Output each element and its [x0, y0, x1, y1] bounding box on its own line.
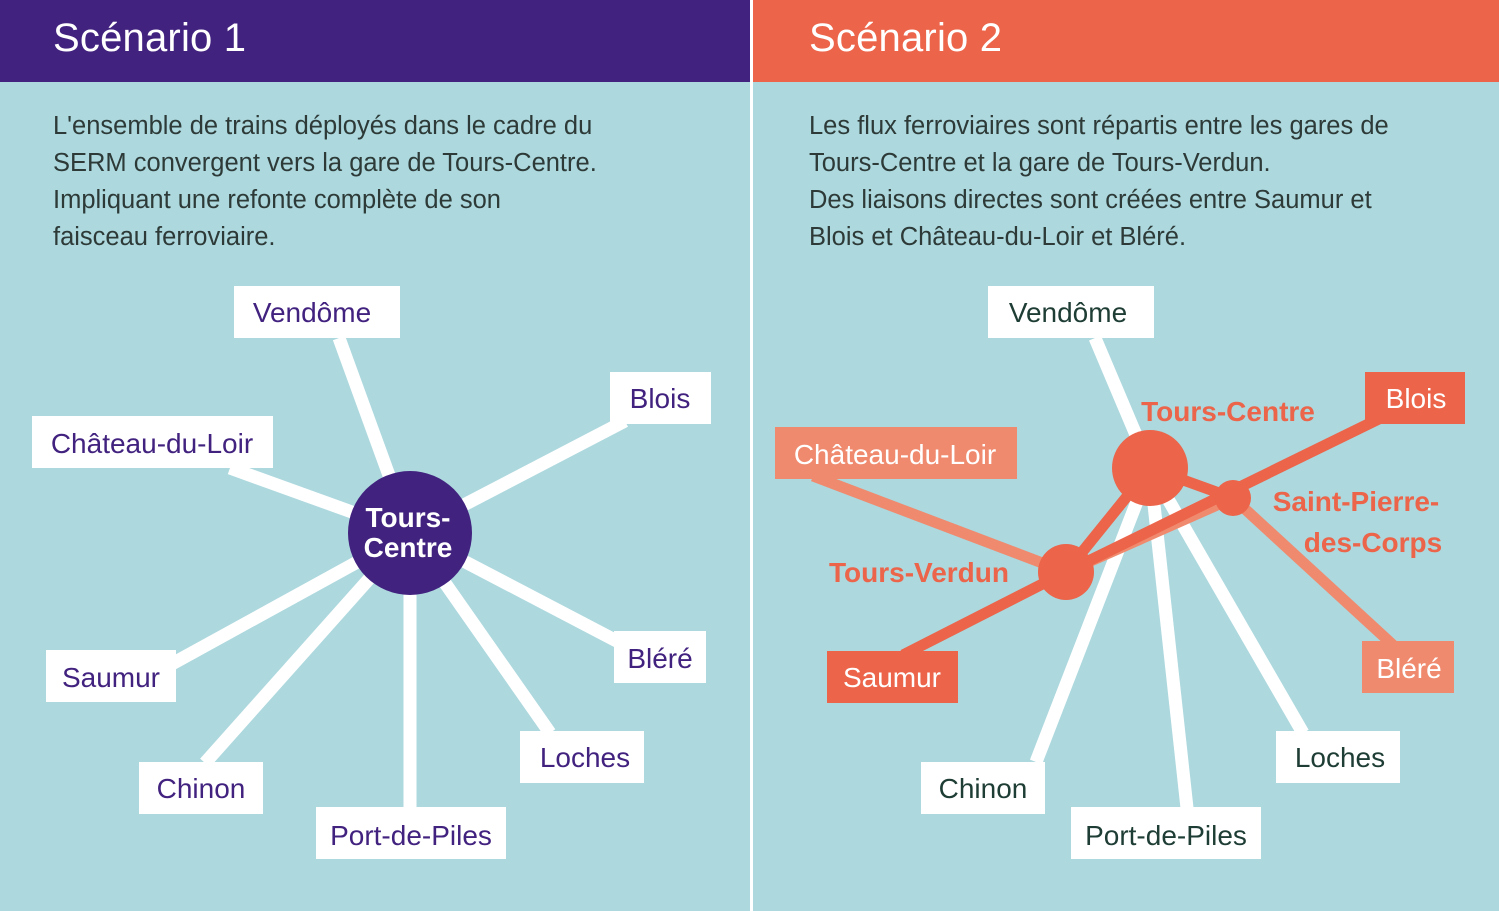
scenario-2-header: Scénario 2 [753, 0, 1499, 82]
scenario-1-panel: Scénario 1 L'ensemble de trains déployés… [0, 0, 750, 859]
hub-label-spdc-line2: des-Corps [1304, 527, 1442, 558]
station-box-loches [520, 731, 644, 783]
scenario-1-title: Scénario 1 [53, 16, 247, 60]
description-line: Impliquant une refonte complète de son [53, 186, 501, 214]
description-line: SERM convergent vers la gare de Tours-Ce… [53, 149, 597, 177]
scenario-2-network-diagram: Tours-Centre Tours-Verdun Saint-Pierre- … [775, 286, 1465, 859]
station-box-blere [614, 631, 706, 683]
hub-label-line1: Tours- [365, 502, 450, 533]
description-line: Les flux ferroviaires sont répartis entr… [809, 112, 1389, 140]
scenario-1-header: Scénario 1 [0, 0, 750, 82]
saint-pierre-des-corps-hub [1215, 480, 1251, 516]
hub-label-tours-verdun: Tours-Verdun [829, 557, 1009, 588]
station-chinon: Chinon [939, 773, 1028, 804]
tours-centre-hub [1112, 430, 1188, 506]
description-line: Tours-Centre et la gare de Tours-Verdun. [809, 149, 1271, 177]
link-chateau-verdun [811, 470, 1068, 578]
description-line: faisceau ferroviaire. [53, 223, 276, 251]
station-blois: Blois [630, 383, 691, 414]
station-blere: Bléré [1376, 653, 1441, 684]
hub-label-tours-centre: Tours-Centre [1141, 396, 1315, 427]
station-blois: Blois [1386, 383, 1447, 414]
station-box-chinon [921, 762, 1045, 814]
station-blere: Bléré [627, 643, 692, 674]
station-vendome: Vendôme [1009, 297, 1127, 328]
station-box-loches [1276, 731, 1400, 783]
link-chinon [1029, 465, 1157, 765]
station-loches: Loches [540, 742, 630, 773]
station-box-blois [610, 372, 711, 424]
scenario-2-title: Scénario 2 [809, 16, 1003, 60]
station-loches: Loches [1295, 742, 1385, 773]
scenario-1-description: L'ensemble de trains déployés dans le ca… [53, 108, 673, 256]
station-box-saumur [46, 650, 176, 702]
station-chateau: Château-du-Loir [794, 439, 996, 470]
station-box-vendome [234, 286, 400, 338]
station-box-portdepiles [1071, 807, 1261, 859]
station-box-vendome [988, 286, 1154, 338]
station-box-saumur [827, 651, 958, 703]
station-box-portdepiles [316, 807, 506, 859]
station-saumur: Saumur [843, 662, 941, 693]
station-saumur: Saumur [62, 662, 160, 693]
scenario-2-panel: Scénario 2 Les flux ferroviaires sont ré… [753, 0, 1499, 911]
scenario-1-network-diagram: Tours- Centre Vendôme Blois Château-du-L… [32, 286, 711, 859]
station-vendome: Vendôme [253, 297, 371, 328]
station-box-chateau [32, 416, 273, 468]
hub-label-line2: Centre [364, 532, 453, 563]
description-line: Des liaisons directes sont créées entre … [809, 186, 1372, 214]
station-chinon: Chinon [157, 773, 246, 804]
scenario-2-description: Les flux ferroviaires sont répartis entr… [809, 108, 1469, 256]
link-loches [1144, 464, 1309, 737]
station-chateau: Château-du-Loir [51, 428, 253, 459]
station-box-blois [1365, 372, 1465, 424]
station-box-blere [1362, 641, 1454, 693]
station-box-chateau [775, 427, 1017, 479]
link-saumur-verdun [900, 567, 1069, 660]
station-box-chinon [139, 762, 263, 814]
description-line: L'ensemble de trains déployés dans le ca… [53, 112, 593, 140]
tours-centre-hub [348, 471, 472, 595]
description-line: Blois et Château-du-Loir et Bléré. [809, 223, 1187, 251]
tours-verdun-hub [1038, 544, 1094, 600]
station-portdepiles: Port-de-Piles [330, 820, 492, 851]
hub-label-spdc-line1: Saint-Pierre- [1273, 486, 1440, 517]
panel-divider [750, 0, 753, 911]
station-portdepiles: Port-de-Piles [1085, 820, 1247, 851]
